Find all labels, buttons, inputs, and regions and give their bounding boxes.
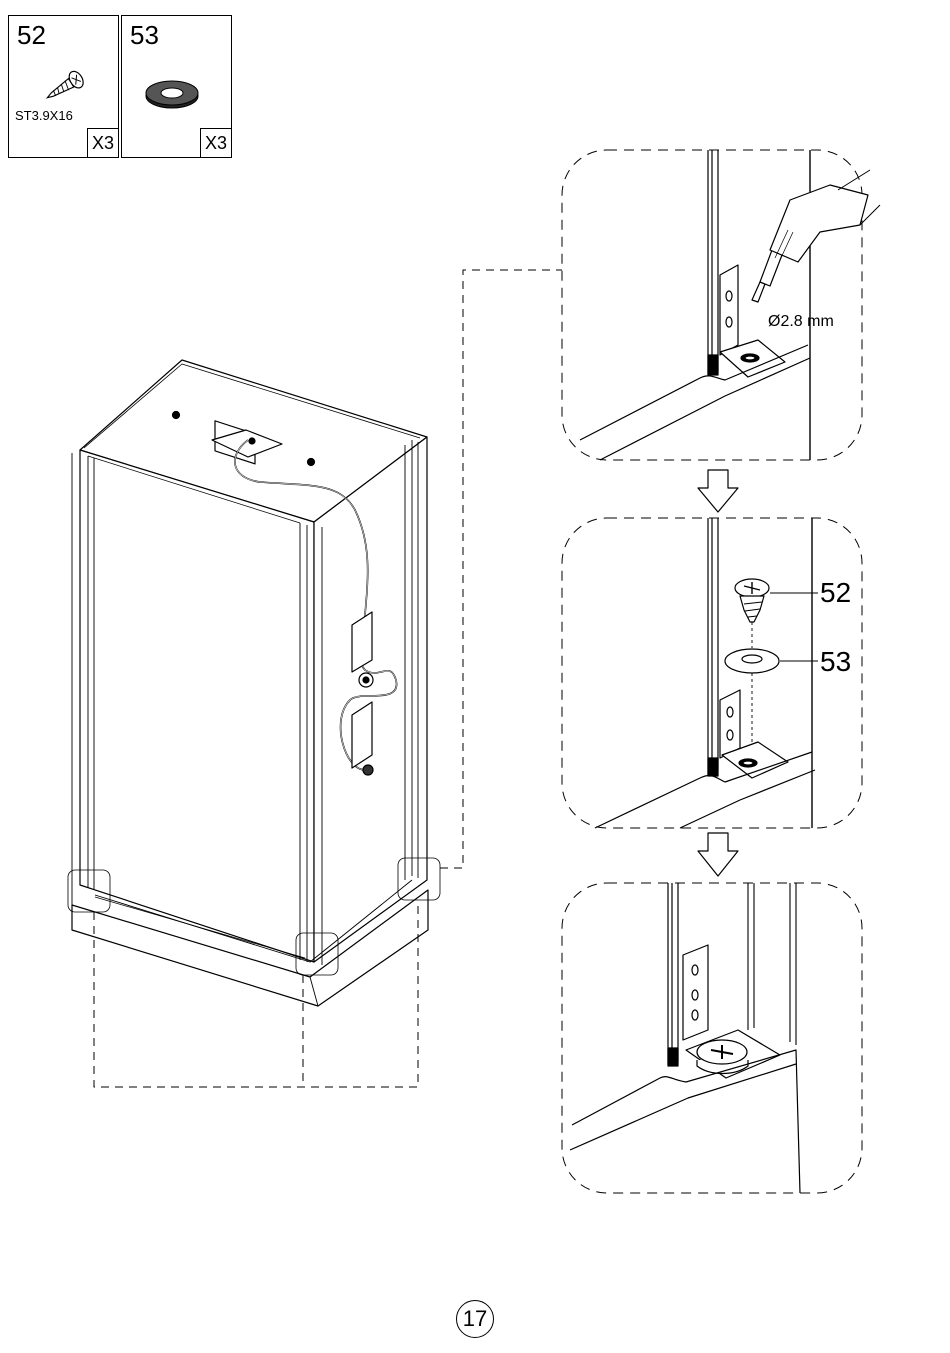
detail-panel-fasten — [562, 518, 862, 828]
page-number: 17 — [456, 1300, 494, 1338]
page-number-text: 17 — [463, 1306, 487, 1332]
detail-panel-drill — [562, 150, 880, 460]
detail-panel-result — [562, 883, 862, 1193]
callout-washer: 53 — [820, 646, 851, 678]
down-arrow-icon — [698, 470, 738, 512]
cabinet-drawing — [68, 360, 440, 1006]
down-arrow-icon — [698, 833, 738, 876]
callout-screw: 52 — [820, 577, 851, 609]
drill-icon — [752, 170, 880, 302]
drill-size-label: Ø2.8 mm — [768, 313, 834, 331]
